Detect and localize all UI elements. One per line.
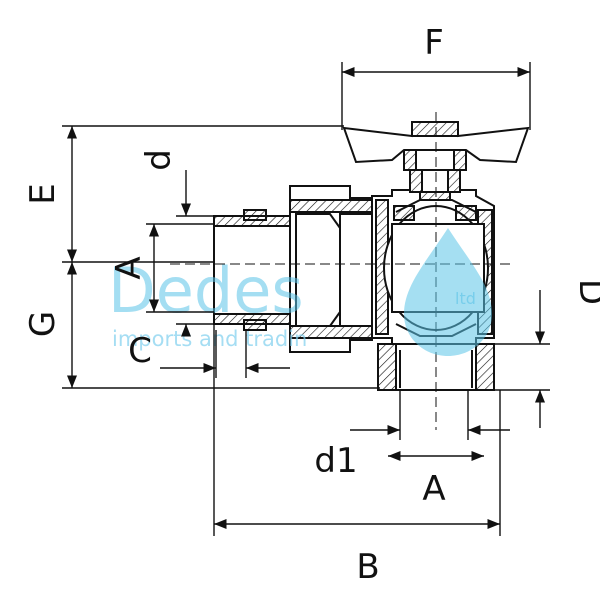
dimension-labels: F E G d A C D d1 A B	[23, 23, 600, 587]
label-A-vertical: A	[109, 256, 149, 279]
watermark-tagline: imports and tradin	[112, 327, 307, 351]
watermark-brand: Dedes	[108, 254, 304, 327]
label-B: B	[356, 547, 379, 587]
dimension-lines	[62, 62, 550, 536]
label-F: F	[424, 23, 444, 63]
watermark-suffix: ltd	[455, 289, 476, 308]
label-D: D	[571, 279, 600, 305]
label-d1: d1	[314, 441, 357, 481]
label-C: C	[128, 331, 152, 371]
watermark: Dedes ltd imports and tradin	[108, 228, 492, 356]
label-G: G	[23, 311, 63, 337]
label-E: E	[23, 183, 63, 204]
inlet-pipe	[213, 215, 295, 325]
label-d: d	[139, 149, 179, 171]
water-drop-icon	[404, 228, 492, 356]
label-A-horizontal: A	[422, 469, 445, 509]
